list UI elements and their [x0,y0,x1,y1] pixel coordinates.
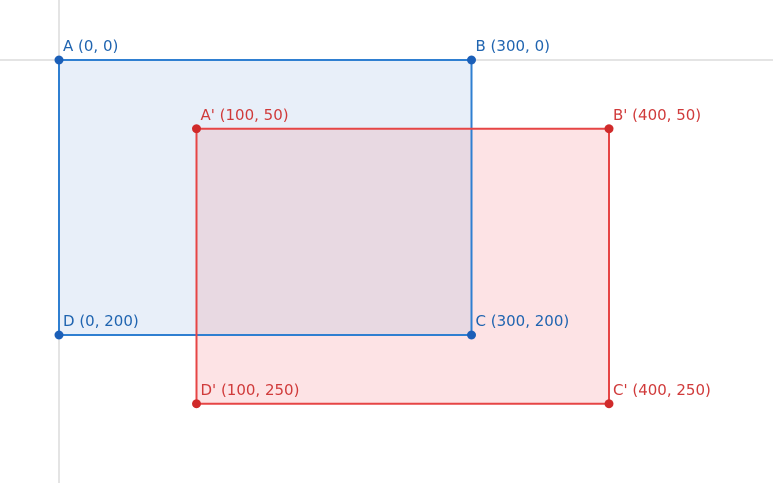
point-original-3[interactable] [54,330,64,340]
vertex-label-translated-1: B' (400, 50) [613,106,701,124]
point-translated-3[interactable] [192,399,201,409]
vertex-label-original-2: C (300, 200) [476,312,570,330]
points [54,55,614,409]
labels: A (0, 0) B (300, 0) C (300, 200) D (0, 200)… [63,37,711,399]
point-original-0[interactable] [54,55,64,65]
overlap-region [196,128,472,335]
point-translated-2[interactable] [604,399,614,409]
point-original-1[interactable] [467,55,476,65]
overlap-region-group [196,128,472,335]
point-translated-1[interactable] [604,124,614,134]
vertex-label-original-0: A (0, 0) [63,37,118,55]
vertex-label-original-3: D (0, 200) [63,312,139,330]
point-translated-0[interactable] [192,124,201,134]
vertex-label-translated-0: A' (100, 50) [201,106,289,124]
vertex-label-original-1: B (300, 0) [476,37,550,55]
vertex-label-translated-2: C' (400, 250) [613,381,711,399]
point-original-2[interactable] [467,330,476,340]
vertex-label-translated-3: D' (100, 250) [201,381,300,399]
